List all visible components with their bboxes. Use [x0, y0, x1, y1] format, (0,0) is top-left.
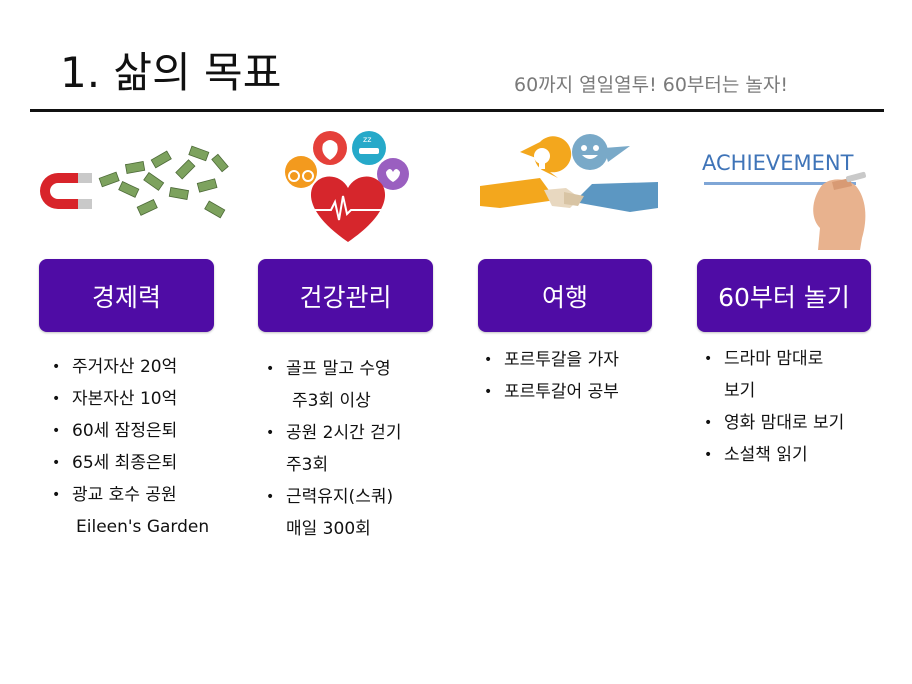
list-item: 주거자산 20억 [52, 351, 232, 383]
list-item: 근력유지(스쿼) [266, 481, 446, 513]
list-item: 광교 호수 공원 [52, 479, 232, 511]
category-pill-health: 건강관리 [258, 259, 433, 332]
svg-text:zz: zz [363, 135, 371, 144]
list-item: 드라마 맘대로 [704, 343, 884, 375]
list-item-continuation: 매일 300회 [286, 519, 371, 539]
category-pill-economy: 경제력 [39, 259, 214, 332]
list-item-continuation: 주3회 이상 [292, 391, 371, 411]
achievement-word: ACHIEVEMENT [702, 151, 854, 175]
category-pill-travel: 여행 [478, 259, 652, 332]
health-bullets: 골프 말고 수영 주3회 이상 공원 2시간 걷기 주3회 근력유지(스쿼) 매… [266, 353, 446, 545]
list-item: 골프 말고 수영 [266, 353, 446, 385]
list-item: 소설책 읽기 [704, 439, 884, 471]
slide-title: 1. 삶의 목표 [60, 48, 282, 97]
list-item: 포르투갈을 가자 [484, 344, 664, 376]
economy-bullets: 주거자산 20억 자본자산 10억 60세 잠정은퇴 65세 최종은퇴 광교 호… [52, 351, 232, 543]
handshake-idea-icon [480, 128, 658, 228]
title-divider [30, 109, 884, 112]
travel-bullets: 포르투갈을 가자 포르투갈어 공부 [484, 344, 664, 408]
list-item-continuation: 보기 [724, 381, 756, 401]
list-item-continuation: Eileen's Garden [76, 517, 210, 537]
list-item: 65세 최종은퇴 [52, 447, 232, 479]
list-item: 포르투갈어 공부 [484, 376, 664, 408]
list-item: 공원 2시간 걷기 [266, 417, 446, 449]
achievement-hand-icon: ACHIEVEMENT [700, 148, 875, 250]
magnet-money-icon [30, 133, 230, 228]
slide-subtitle: 60까지 열일열투! 60부터는 놀자! [514, 74, 788, 96]
list-item-continuation: 주3회 [286, 455, 329, 475]
play-bullets: 드라마 맘대로 보기 영화 맘대로 보기 소설책 읽기 [704, 343, 884, 471]
list-item: 자본자산 10억 [52, 383, 232, 415]
health-heart-icon: zz [283, 128, 413, 248]
category-pill-play: 60부터 놀기 [697, 259, 871, 332]
list-item: 영화 맘대로 보기 [704, 407, 884, 439]
list-item: 60세 잠정은퇴 [52, 415, 232, 447]
